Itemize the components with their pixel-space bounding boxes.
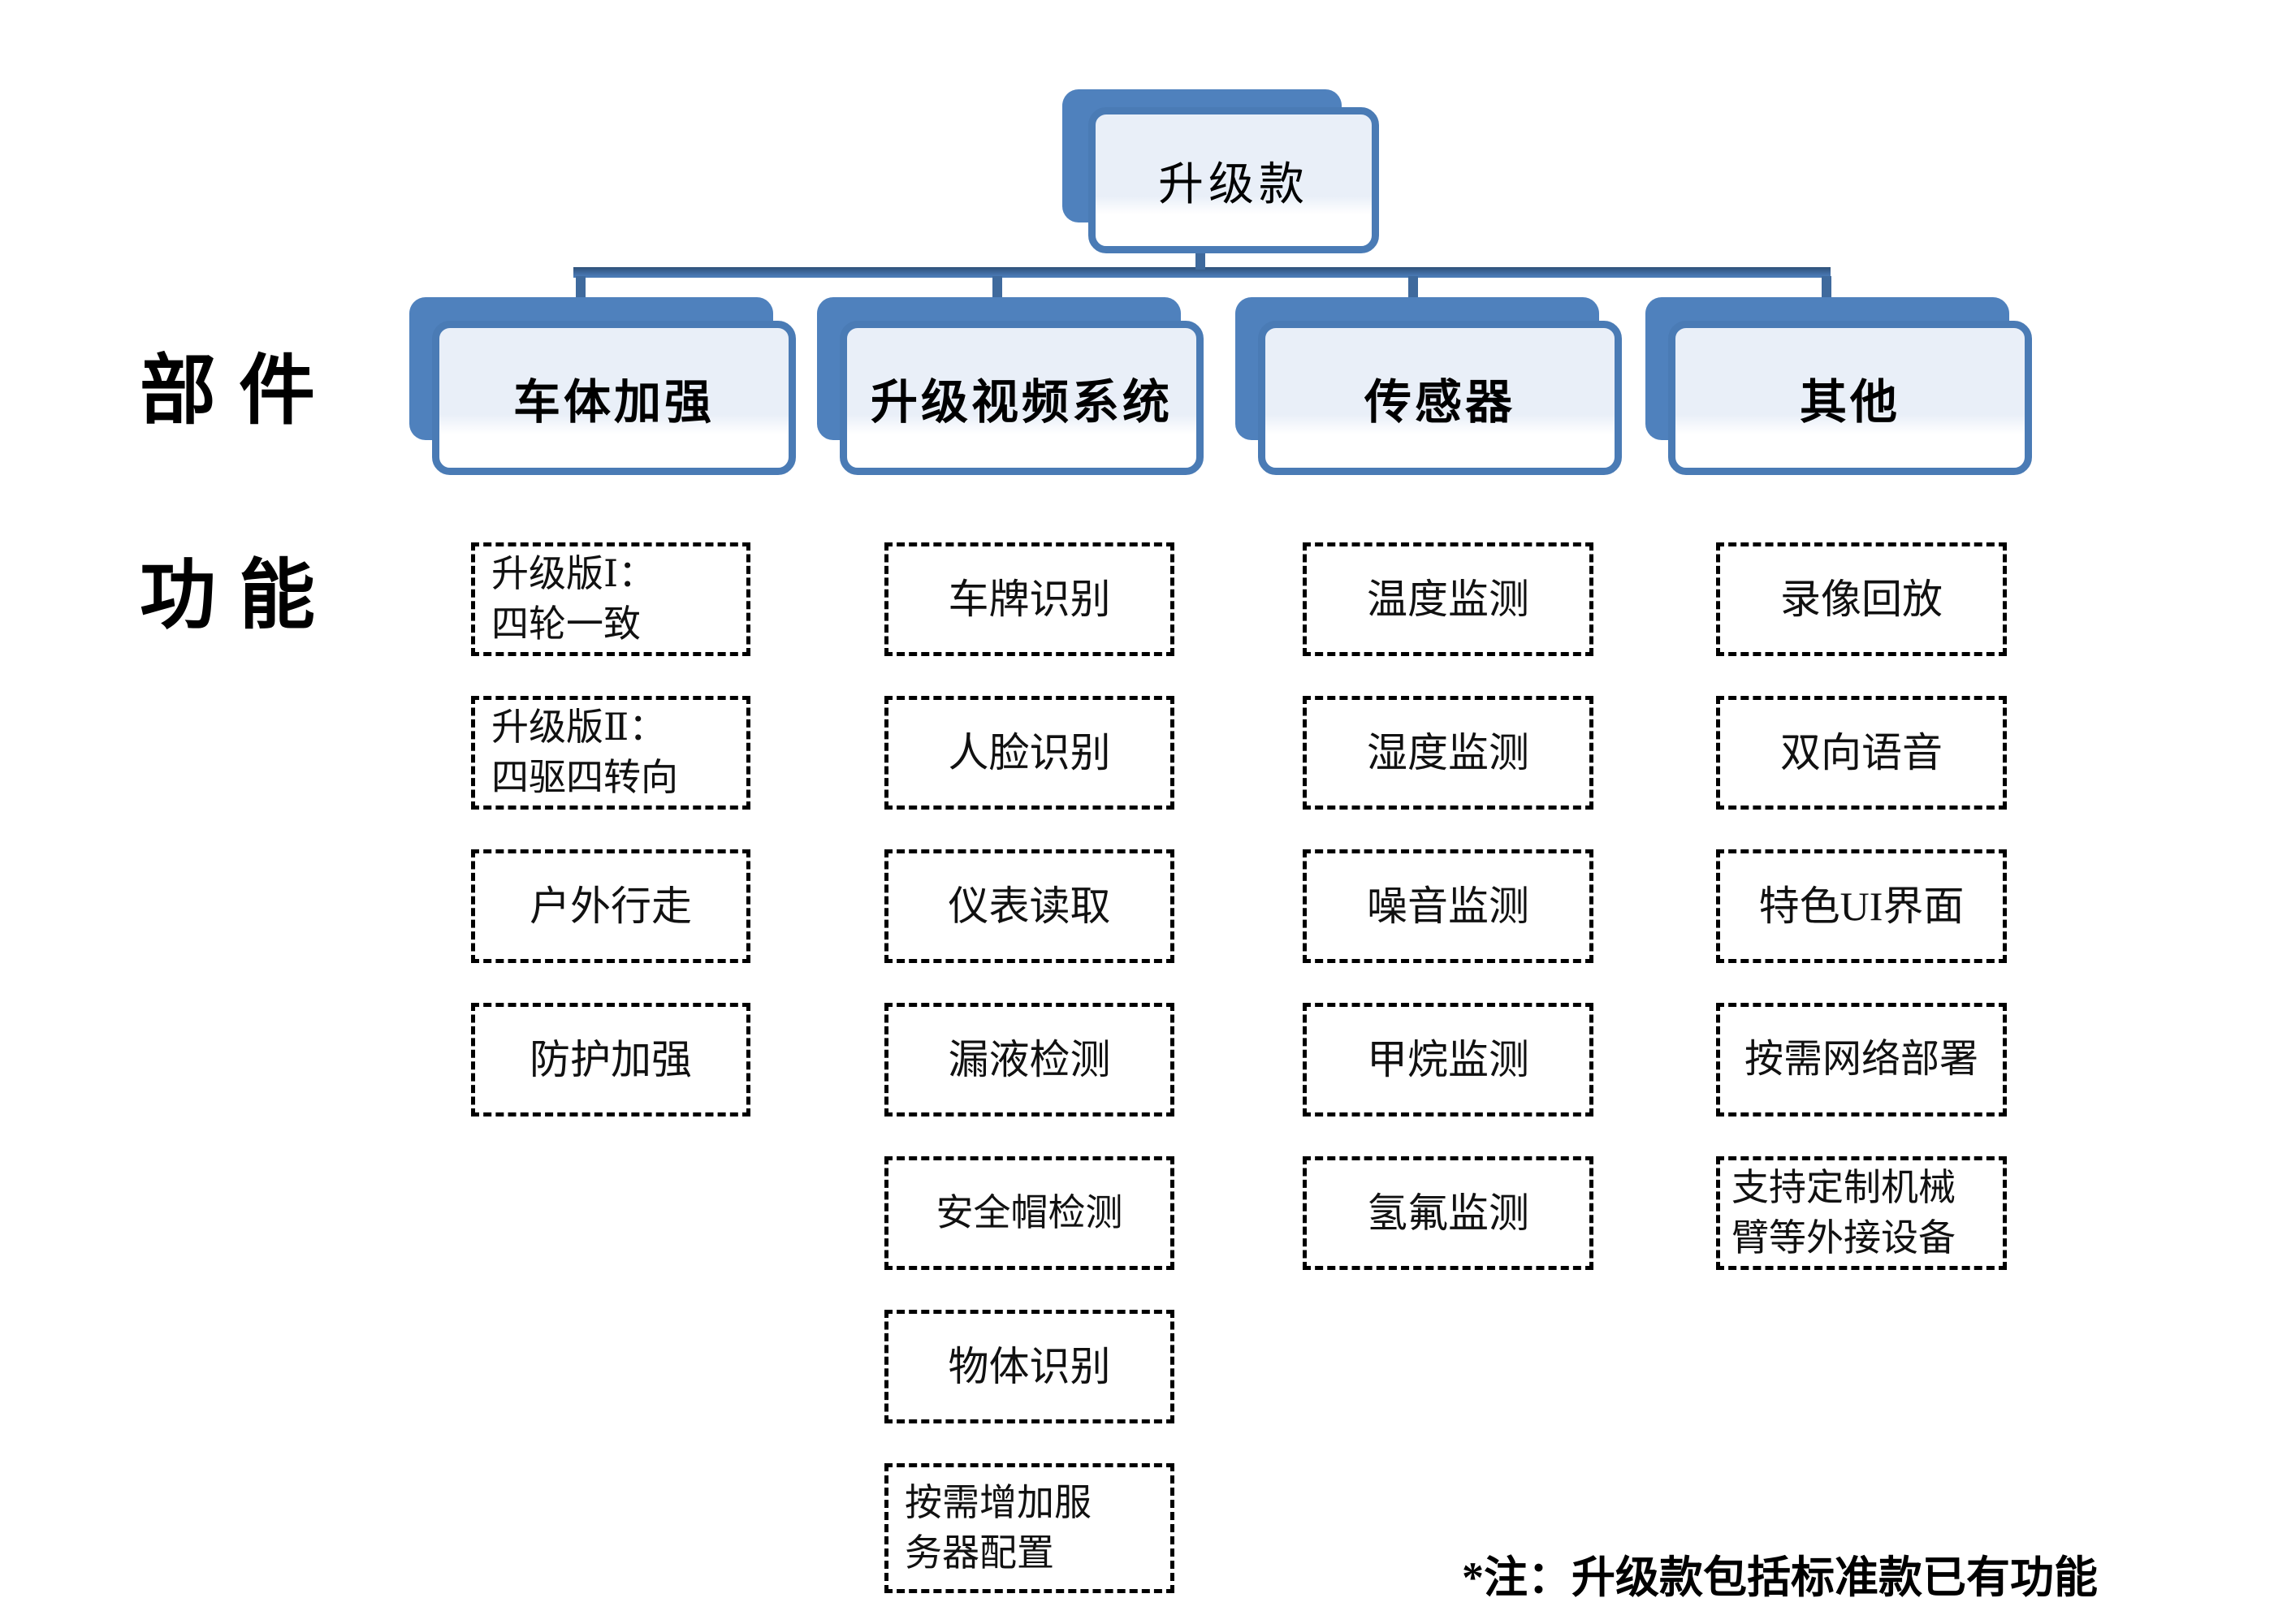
- feature-label: 支持定制机械 臂等外接设备: [1731, 1166, 1956, 1259]
- feature-label: 特色UI界面: [1758, 883, 1965, 929]
- feature-box: 人脸识别: [884, 696, 1174, 810]
- feature-label: 噪音监测: [1367, 883, 1529, 929]
- category-node-label: 其他: [1799, 376, 1900, 429]
- feature-label: 按需增加服 务器配置: [905, 1481, 1092, 1574]
- feature-label: 防护加强: [530, 1036, 692, 1082]
- feature-label: 漏液检测: [948, 1036, 1111, 1082]
- feature-box: 支持定制机械 臂等外接设备: [1716, 1156, 2007, 1270]
- feature-box: 噪音监测: [1303, 849, 1593, 963]
- category-node-label: 升级视频系统: [870, 376, 1173, 429]
- feature-box: 甲烷监测: [1303, 1003, 1593, 1116]
- row-label-components: 部件: [140, 349, 339, 434]
- category-node-2: 升级视频系统: [840, 321, 1204, 475]
- feature-label: 氢氟监测: [1367, 1190, 1529, 1236]
- feature-label: 安全帽检测: [936, 1192, 1123, 1234]
- feature-box: 升级版Ⅰ： 四轮一致: [471, 542, 750, 656]
- feature-label: 升级版Ⅱ： 四驱四转向: [491, 706, 678, 798]
- feature-label: 甲烷监测: [1367, 1036, 1529, 1082]
- row-label-functions: 功能: [140, 554, 339, 638]
- category-node-3: 传感器: [1258, 321, 1622, 475]
- feature-box: 物体识别: [884, 1310, 1174, 1423]
- feature-label: 温度监测: [1367, 576, 1529, 622]
- feature-box: 双向语音: [1716, 696, 2007, 810]
- feature-box: 温度监测: [1303, 542, 1593, 656]
- feature-box: 漏液检测: [884, 1003, 1174, 1116]
- category-node-1: 车体加强: [432, 321, 796, 475]
- feature-label: 人脸识别: [948, 729, 1111, 775]
- category-node-label: 车体加强: [512, 376, 715, 429]
- feature-box: 湿度监测: [1303, 696, 1593, 810]
- feature-label: 物体识别: [948, 1343, 1111, 1389]
- feature-box: 防护加强: [471, 1003, 750, 1116]
- feature-box: 升级版Ⅱ： 四驱四转向: [471, 696, 750, 810]
- feature-label: 双向语音: [1780, 729, 1943, 775]
- feature-label: 录像回放: [1780, 576, 1943, 622]
- root-node: 升级款: [1088, 107, 1379, 253]
- feature-box: 仪表读取: [884, 849, 1174, 963]
- category-node-label: 传感器: [1364, 376, 1515, 429]
- feature-label: 户外行走: [530, 883, 692, 929]
- feature-box: 按需增加服 务器配置: [884, 1463, 1174, 1593]
- feature-label: 按需网络部署: [1744, 1038, 1978, 1081]
- connector-tick: [1822, 276, 1831, 300]
- connector-tick: [1408, 276, 1418, 300]
- feature-box: 氢氟监测: [1303, 1156, 1593, 1270]
- connector-bar: [573, 267, 1831, 278]
- connector-tick: [992, 276, 1002, 300]
- feature-label: 仪表读取: [948, 883, 1111, 929]
- feature-label: 湿度监测: [1367, 729, 1529, 775]
- feature-box: 特色UI界面: [1716, 849, 2007, 963]
- connector-stub: [1195, 248, 1205, 270]
- feature-label: 车牌识别: [948, 576, 1111, 622]
- feature-box: 录像回放: [1716, 542, 2007, 656]
- feature-box: 安全帽检测: [884, 1156, 1174, 1270]
- feature-box: 户外行走: [471, 849, 750, 963]
- root-node-label: 升级款: [1158, 159, 1309, 210]
- feature-box: 车牌识别: [884, 542, 1174, 656]
- connector-tick: [576, 276, 586, 300]
- feature-label: 升级版Ⅰ： 四轮一致: [491, 552, 656, 645]
- category-node-4: 其他: [1668, 321, 2032, 475]
- feature-box: 按需网络部署: [1716, 1003, 2007, 1116]
- footnote: *注：升级款包括标准款已有功能: [1462, 1553, 2098, 1602]
